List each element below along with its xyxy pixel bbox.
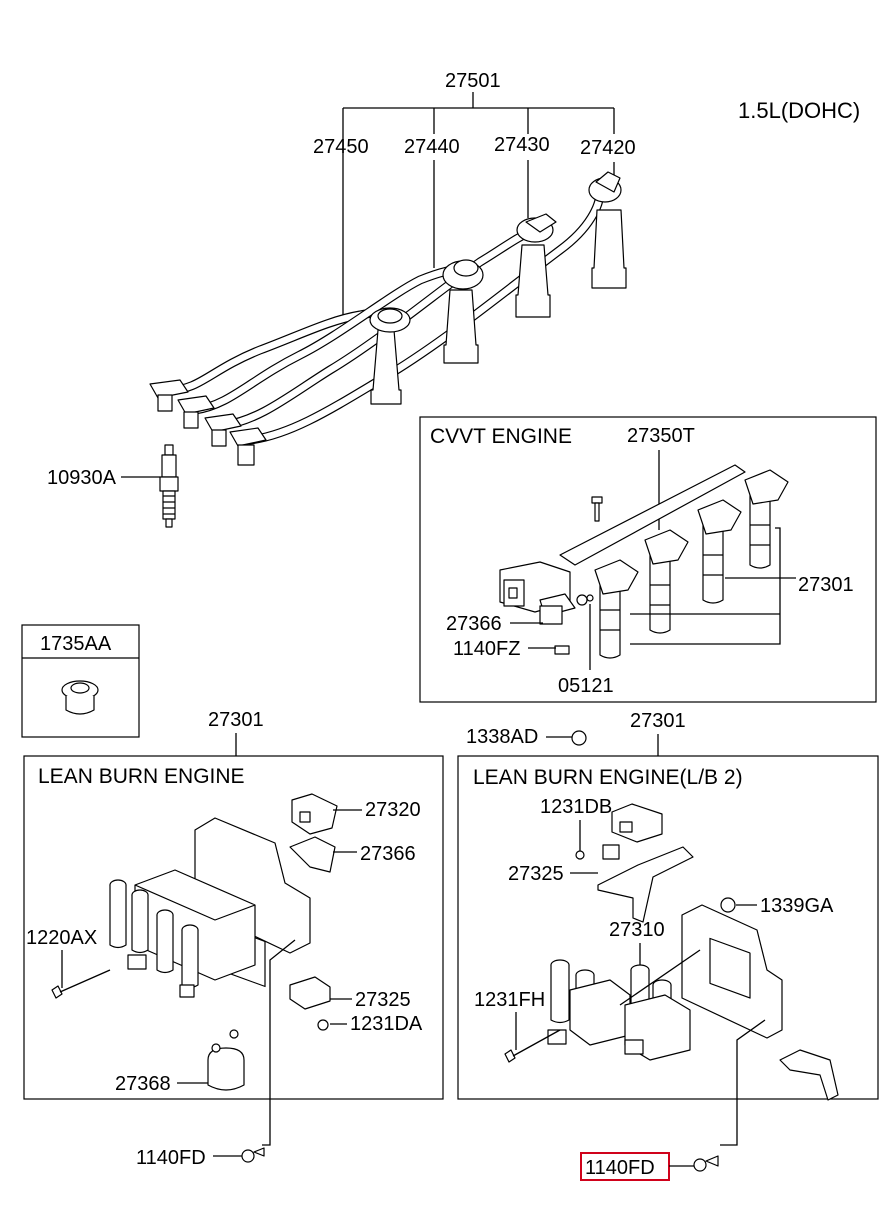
cvvt-engine-box (419, 416, 877, 703)
lean-burn-box (23, 755, 444, 1100)
section-title-lean-lb2: LEAN BURN ENGINE(L/B 2) (473, 766, 743, 789)
part-label-27430[interactable]: 27430 (494, 134, 550, 156)
part-label-1339GA[interactable]: 1339GA (760, 895, 834, 917)
part-label-27501[interactable]: 27501 (445, 70, 501, 92)
engine-spec-label: 1.5L(DOHC) (738, 98, 860, 123)
part-label-27350T[interactable]: 27350T (627, 425, 695, 447)
nut-1338AD-icon (571, 730, 587, 746)
part-label-27320[interactable]: 27320 (365, 799, 421, 821)
ignition-cable-set (149, 171, 627, 466)
bolt-1140FD-right-icon (693, 1155, 719, 1172)
part-label-27366-lean[interactable]: 27366 (360, 843, 416, 865)
part-label-27366-cvvt[interactable]: 27366 (446, 613, 502, 635)
lean-burn-lb2-box (457, 755, 879, 1100)
part-label-27301-lean[interactable]: 27301 (208, 709, 264, 731)
part-label-27301-lb2[interactable]: 27301 (630, 710, 686, 732)
part-label-27368[interactable]: 27368 (115, 1073, 171, 1095)
part-label-1140FD-left[interactable]: 1140FD (136, 1147, 206, 1169)
part-label-10930A[interactable]: 10930A (47, 467, 117, 489)
part-label-27325-lean[interactable]: 27325 (355, 989, 411, 1011)
part-label-27310[interactable]: 27310 (609, 919, 665, 941)
part-label-1338AD[interactable]: 1338AD (466, 726, 538, 748)
grommet-icon (61, 680, 99, 715)
grommet-box (21, 624, 140, 738)
section-title-cvvt: CVVT ENGINE (430, 425, 572, 448)
part-label-1231DA[interactable]: 1231DA (350, 1013, 423, 1035)
part-label-1735AA[interactable]: 1735AA (40, 633, 112, 655)
part-label-27440[interactable]: 27440 (404, 136, 460, 158)
part-label-27325-lb2[interactable]: 27325 (508, 863, 564, 885)
spark-plug-icon (159, 444, 179, 528)
part-label-27420[interactable]: 27420 (580, 137, 636, 159)
part-label-1231FH[interactable]: 1231FH (474, 989, 545, 1011)
part-label-1140FZ[interactable]: 1140FZ (453, 638, 520, 660)
part-label-27301-cvvt[interactable]: 27301 (798, 574, 854, 596)
part-label-1220AX[interactable]: 1220AX (26, 927, 97, 949)
part-label-1140FD-right[interactable]: 1140FD (585, 1157, 655, 1179)
leader-27501 (342, 92, 615, 318)
leader-27301-cvvt (630, 527, 796, 645)
section-title-lean: LEAN BURN ENGINE (38, 765, 245, 788)
part-label-05121[interactable]: 05121 (558, 675, 614, 697)
part-label-1231DB[interactable]: 1231DB (540, 796, 612, 818)
part-label-27450[interactable]: 27450 (313, 136, 369, 158)
bolt-1140FD-left-icon (241, 1147, 265, 1163)
coil-rail-assembly (499, 464, 789, 659)
lb2-coil-assembly (504, 803, 839, 1101)
lean-coil-assembly (51, 793, 338, 1091)
